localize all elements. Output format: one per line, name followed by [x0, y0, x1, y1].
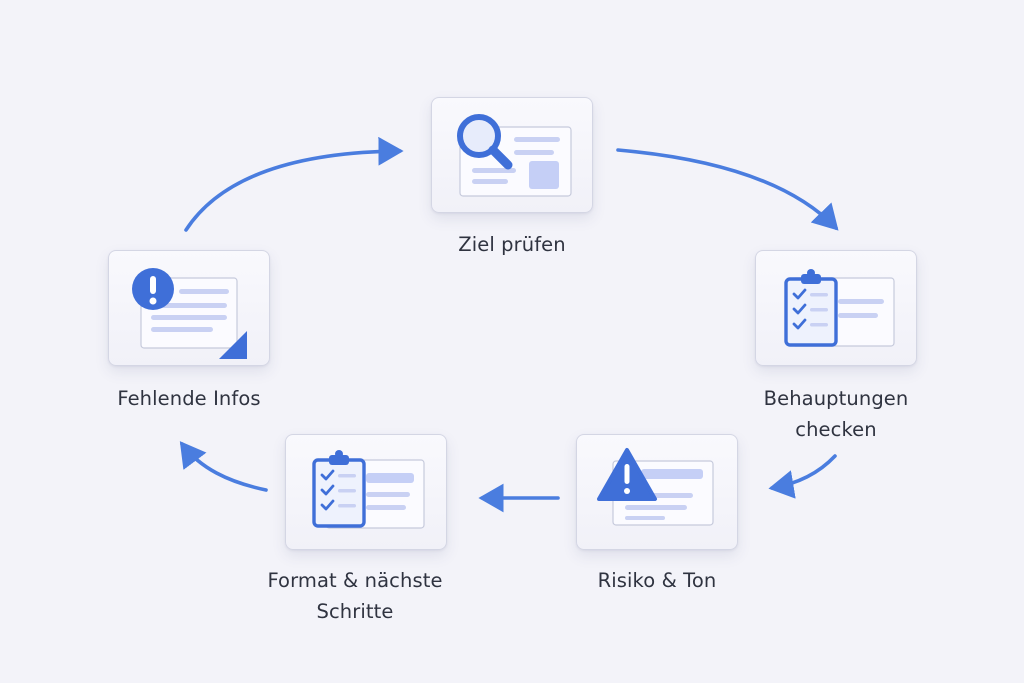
arrow-format-to-missing — [179, 441, 268, 492]
step-card-goal — [431, 97, 593, 213]
step-label-line: Fehlende Infos — [117, 387, 261, 410]
magnifier-icon — [457, 114, 572, 197]
clipboard-checklist-icon — [784, 269, 895, 347]
step-card-risk — [576, 434, 738, 550]
step-card-claims — [755, 250, 917, 366]
step-card-format — [285, 434, 447, 550]
step-label-claims: Behauptungen checken — [716, 383, 956, 445]
clipboard-checklist-icon — [312, 450, 425, 529]
step-label-line: Ziel prüfen — [458, 233, 566, 256]
step-label-risk: Risiko & Ton — [537, 565, 777, 596]
arrow-missing-to-goal — [184, 136, 404, 232]
warning-triangle-icon — [597, 448, 714, 526]
exclamation-circle-icon — [132, 268, 247, 359]
step-card-missing — [108, 250, 270, 366]
step-label-line: Format & nächste — [267, 569, 443, 592]
step-label-line: checken — [795, 418, 877, 441]
step-label-line: Behauptungen — [763, 387, 909, 410]
step-label-line: Risiko & Ton — [597, 569, 717, 592]
step-label-line: Schritte — [316, 600, 394, 623]
step-label-format: Format & nächste Schritte — [235, 565, 475, 627]
step-label-goal: Ziel prüfen — [392, 229, 632, 260]
arrow-claims-to-risk — [768, 454, 837, 499]
step-label-missing: Fehlende Infos — [69, 383, 309, 414]
arrow-goal-to-claims — [616, 148, 839, 231]
